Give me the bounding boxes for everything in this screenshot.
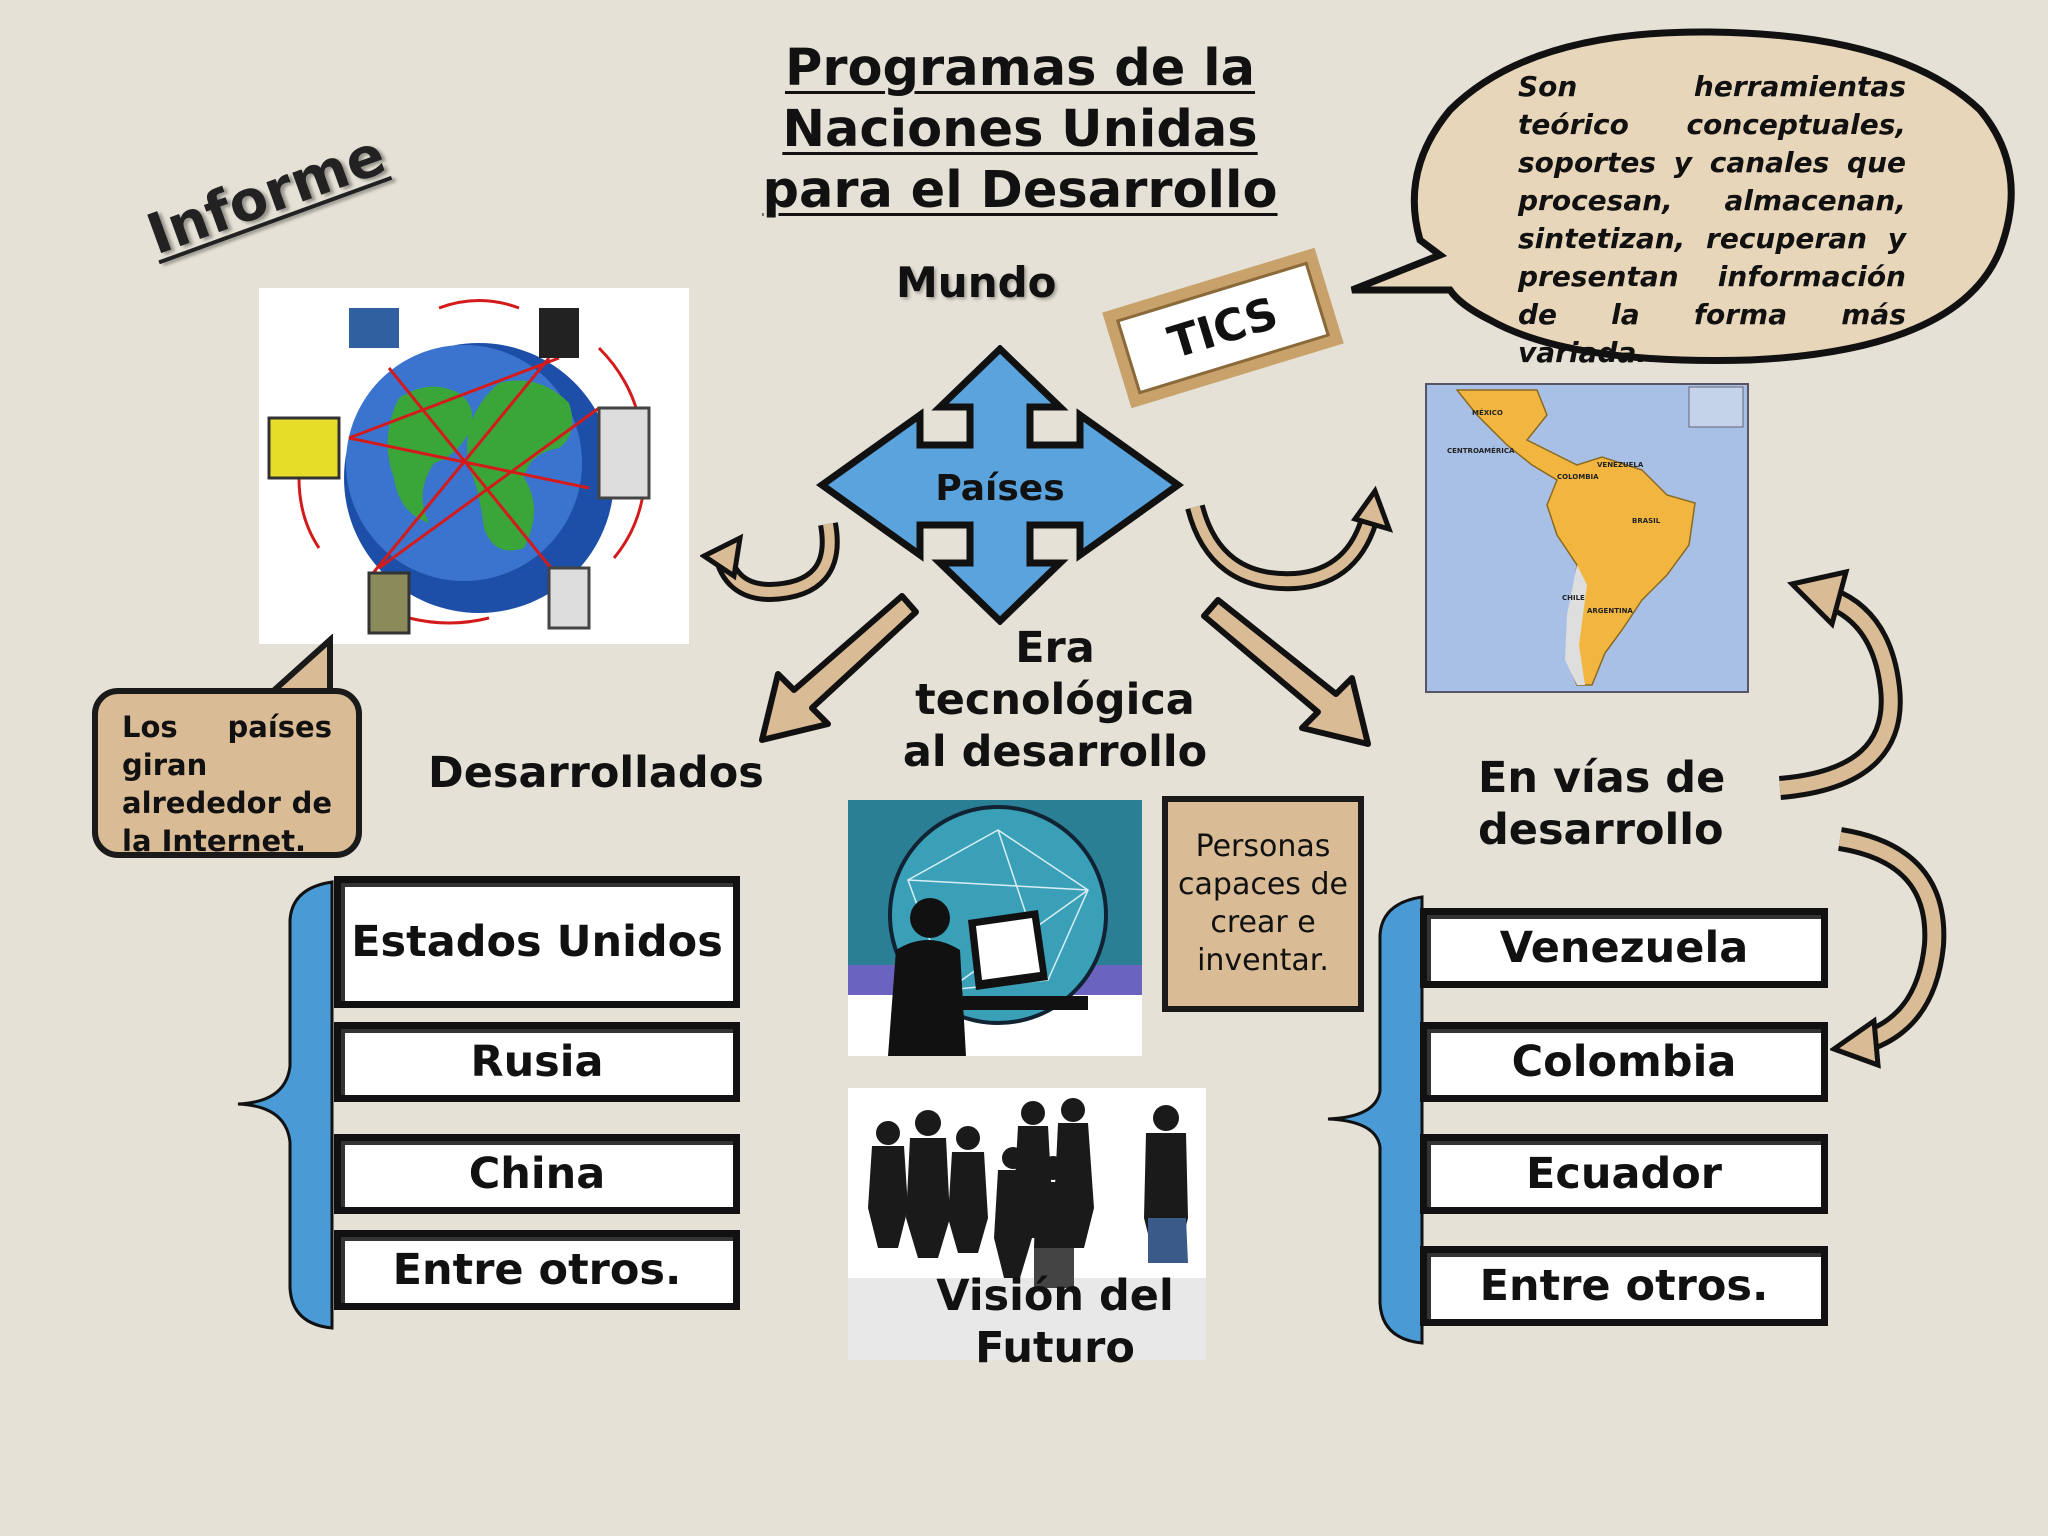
globe-network-image	[259, 288, 689, 644]
country-box: Entre otros.	[1420, 1246, 1828, 1326]
title-line-2: Naciones Unidas	[720, 99, 1320, 160]
personas-note: Personas capaces de crear e inventar.	[1162, 796, 1364, 1012]
map-label-centroamerica: CENTROAMÉRICA	[1447, 446, 1515, 455]
page-title: Programas de la Naciones Unidas para el …	[720, 38, 1320, 221]
tics-label: TICS	[1120, 265, 1327, 391]
title-line-3: para el Desarrollo	[720, 160, 1320, 221]
mundo-label: Mundo	[896, 258, 1057, 307]
map-label-argentina: ARGENTINA	[1587, 607, 1633, 615]
country-box: Ecuador	[1420, 1134, 1828, 1214]
map-label-colombia: COLOMBIA	[1557, 473, 1599, 481]
paises-label: Países	[920, 468, 1080, 509]
map-label-mexico: MÉXICO	[1472, 408, 1503, 417]
map-label-venezuela: VENEZUELA	[1597, 461, 1644, 469]
era-tecnologica-label: Era tecnológica al desarrollo	[880, 622, 1230, 778]
era-line-1: Era	[880, 622, 1230, 674]
country-box: Venezuela	[1420, 908, 1828, 988]
country-box: Entre otros.	[334, 1230, 740, 1310]
country-box: Estados Unidos	[334, 876, 740, 1008]
era-line-2: tecnológica	[880, 674, 1230, 726]
map-label-brasil: BRASIL	[1632, 517, 1661, 525]
desarrollados-label: Desarrollados	[428, 748, 764, 798]
latin-america-map: MÉXICO CENTROAMÉRICA VENEZUELA COLOMBIA …	[1425, 383, 1749, 693]
vision-line-1: Visión del	[905, 1270, 1205, 1322]
country-box: Colombia	[1420, 1022, 1828, 1102]
informe-label: Informe	[139, 122, 394, 268]
left-bracket	[236, 880, 336, 1330]
country-box: Rusia	[334, 1022, 740, 1102]
era-line-3: al desarrollo	[880, 726, 1230, 778]
curved-arrow-list	[1830, 825, 1950, 1075]
tics-box: TICS	[1102, 248, 1344, 409]
vision-futuro-label: Visión del Futuro	[905, 1270, 1205, 1374]
title-line-1: Programas de la	[720, 38, 1320, 99]
en-vias-label: En vías de desarrollo	[1478, 752, 1738, 856]
tics-definition: Son herramientas teórico conceptuales, s…	[1518, 68, 1906, 372]
map-label-chile: CHILE	[1562, 594, 1585, 602]
vision-line-2: Futuro	[905, 1322, 1205, 1374]
los-paises-note: Los países giran alrededor de la Interne…	[92, 688, 362, 858]
person-computer-image	[848, 800, 1142, 1056]
curved-arrow-map	[1770, 558, 1910, 808]
country-box: China	[334, 1134, 740, 1214]
curved-arrow-right	[1185, 485, 1395, 595]
